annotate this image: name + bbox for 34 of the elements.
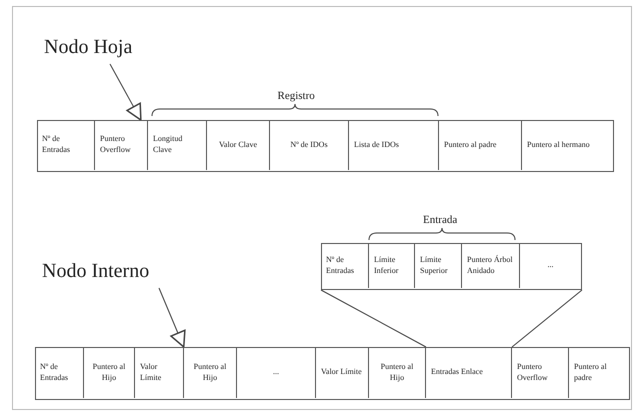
record-field: Límite Superior <box>415 243 462 288</box>
node-heading: Nodo Interno <box>42 260 172 288</box>
connector-line <box>512 290 582 348</box>
connector-line <box>320 290 426 348</box>
record-field: ... <box>520 243 581 288</box>
record-field: Puntero al padre <box>569 347 629 398</box>
record-field: Valor Límite <box>316 347 369 398</box>
record-field: Longitud Clave <box>148 120 207 170</box>
record-field: Entradas Enlace <box>426 347 512 398</box>
record-field: Límite Inferior <box>369 243 415 288</box>
record-field: Puntero Overflow <box>512 347 569 398</box>
record-field: Puntero al Hijo <box>184 347 237 398</box>
arrow <box>158 288 186 348</box>
record-row <box>37 120 614 172</box>
record-field: Nº de Entradas <box>321 243 369 288</box>
node-heading: Nodo Hoja <box>44 36 154 64</box>
group-label: Registro <box>278 90 315 102</box>
record-field: Puntero al hermano <box>522 120 613 170</box>
record-field: Nº de IDOs <box>270 120 349 170</box>
record-field: Puntero Árbol Anidado <box>462 243 520 288</box>
record-field: Puntero al padre <box>439 120 522 170</box>
arrow <box>110 64 142 121</box>
record-field: Puntero al Hijo <box>84 347 135 398</box>
record-field: Puntero Overflow <box>95 120 148 170</box>
record-field: Lista de IDOs <box>349 120 439 170</box>
record-field: Nº de Entradas <box>37 120 95 170</box>
group-label: Entrada <box>423 214 458 226</box>
record-field: ... <box>237 347 316 398</box>
record-row <box>35 347 630 400</box>
record-field: Valor Clave <box>207 120 270 170</box>
record-field: Valor Límite <box>135 347 184 398</box>
record-row <box>321 243 582 290</box>
record-field: Puntero al Hijo <box>369 347 426 398</box>
record-field: Nº de Entradas <box>35 347 84 398</box>
